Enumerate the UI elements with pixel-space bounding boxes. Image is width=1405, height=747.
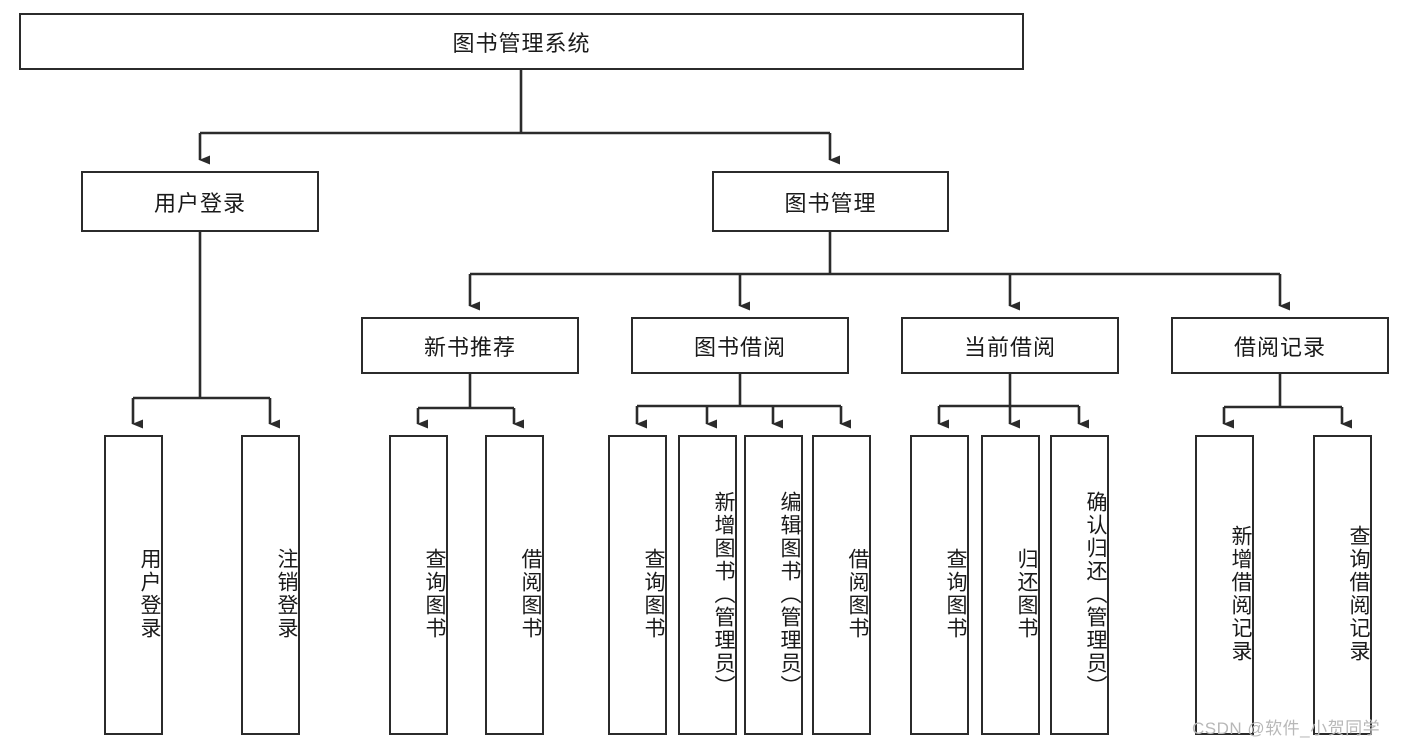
node-book-management[interactable]: 图书管理 bbox=[712, 171, 949, 232]
node-root[interactable]: 图书管理系统 bbox=[19, 13, 1024, 70]
leaf-query-book-borrow[interactable]: 查询图书 bbox=[608, 435, 667, 735]
leaf-confirm-return-admin[interactable]: 确认归还（管理员） bbox=[1050, 435, 1109, 735]
node-borrow-record-label: 借阅记录 bbox=[1233, 334, 1326, 360]
node-book-borrow[interactable]: 图书借阅 bbox=[631, 317, 849, 374]
node-borrow-record[interactable]: 借阅记录 bbox=[1171, 317, 1389, 374]
leaf-add-borrow-record[interactable]: 新增借阅记录 bbox=[1195, 435, 1254, 735]
watermark-text: CSDN @软件_小贺同学 bbox=[1192, 719, 1381, 738]
leaf-borrow-book[interactable]: 借阅图书 bbox=[812, 435, 871, 735]
node-current-borrow-label: 当前借阅 bbox=[963, 334, 1056, 360]
leaf-query-book-current[interactable]: 查询图书 bbox=[910, 435, 969, 735]
node-root-label: 图书管理系统 bbox=[452, 30, 591, 56]
node-new-book-recommend-label: 新书推荐 bbox=[423, 334, 516, 360]
node-book-management-label: 图书管理 bbox=[784, 190, 877, 216]
leaf-query-book-borrow-label: 查询图书 bbox=[642, 548, 665, 640]
node-user-login-label: 用户登录 bbox=[153, 190, 246, 216]
leaf-add-book-admin-label: 新增图书（管理员） bbox=[712, 490, 735, 698]
leaf-query-book-recommend[interactable]: 查询图书 bbox=[389, 435, 448, 735]
leaf-user-login[interactable]: 用户登录 bbox=[104, 435, 163, 735]
leaf-query-book-recommend-label: 查询图书 bbox=[423, 548, 446, 640]
leaf-edit-book-admin[interactable]: 编辑图书（管理员） bbox=[744, 435, 803, 735]
leaf-query-borrow-record-label: 查询借阅记录 bbox=[1347, 525, 1370, 663]
leaf-borrow-book-label: 借阅图书 bbox=[846, 548, 869, 640]
leaf-add-borrow-record-label: 新增借阅记录 bbox=[1229, 525, 1252, 663]
node-user-login[interactable]: 用户登录 bbox=[81, 171, 319, 232]
leaf-user-login-label: 用户登录 bbox=[138, 548, 161, 640]
leaf-add-book-admin[interactable]: 新增图书（管理员） bbox=[678, 435, 737, 735]
leaf-logout[interactable]: 注销登录 bbox=[241, 435, 300, 735]
leaf-edit-book-admin-label: 编辑图书（管理员） bbox=[778, 490, 801, 698]
leaf-return-book-label: 归还图书 bbox=[1015, 548, 1038, 640]
leaf-return-book[interactable]: 归还图书 bbox=[981, 435, 1040, 735]
node-new-book-recommend[interactable]: 新书推荐 bbox=[361, 317, 579, 374]
leaf-borrow-book-recommend-label: 借阅图书 bbox=[519, 548, 542, 640]
leaf-query-borrow-record[interactable]: 查询借阅记录 bbox=[1313, 435, 1372, 735]
node-current-borrow[interactable]: 当前借阅 bbox=[901, 317, 1119, 374]
leaf-query-book-current-label: 查询图书 bbox=[944, 548, 967, 640]
leaf-confirm-return-admin-label: 确认归还（管理员） bbox=[1084, 490, 1107, 698]
leaf-borrow-book-recommend[interactable]: 借阅图书 bbox=[485, 435, 544, 735]
leaf-logout-label: 注销登录 bbox=[275, 548, 298, 640]
node-book-borrow-label: 图书借阅 bbox=[693, 334, 786, 360]
